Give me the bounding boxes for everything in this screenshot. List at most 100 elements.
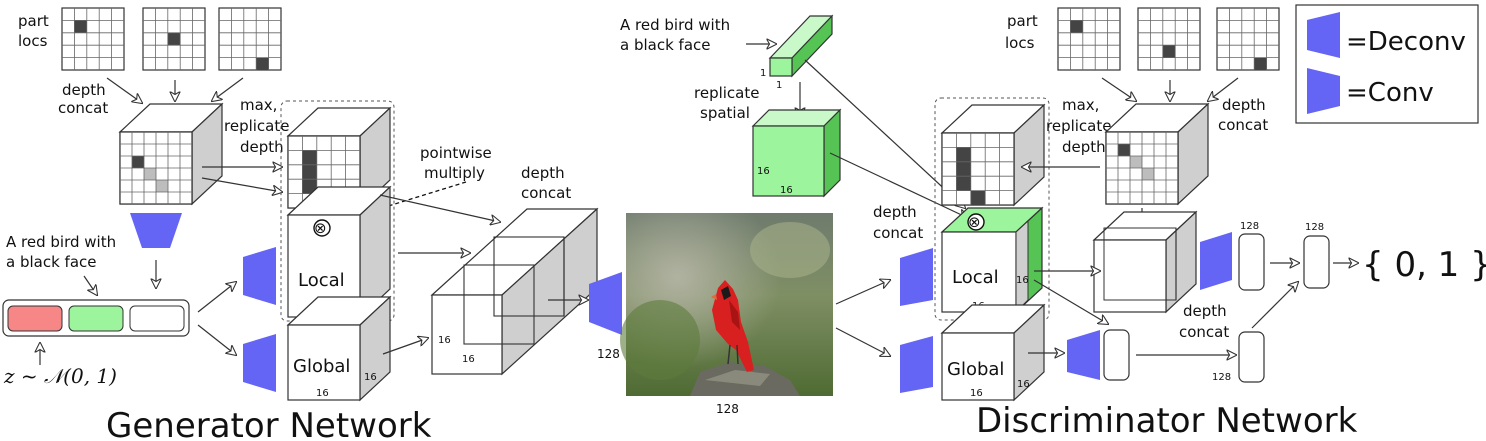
grid-frame — [61, 7, 125, 71]
text-cube-dim-w: 16 — [780, 185, 793, 196]
multiply-symbol: ⊗ — [314, 219, 327, 237]
noise-label: z ~ 𝒩(0, 1) — [3, 364, 117, 388]
output-label: { 0, 1 } — [1362, 245, 1486, 285]
grid-cell-dark — [302, 150, 317, 165]
global-feature-cube: Global 16 16 — [286, 295, 392, 402]
grid-cell-dark — [256, 57, 269, 70]
disc-part-loc-grid-2 — [1137, 7, 1201, 71]
part-locs-stack-cube — [118, 102, 224, 206]
discriminator-title: Discriminator Network — [976, 401, 1358, 441]
arrow-vector-to-local — [197, 282, 236, 313]
max-replicate-label: max, replicate depth — [224, 96, 294, 156]
disc-replicated-parts-cube — [940, 103, 1046, 207]
arrow-parts-to-concat — [379, 194, 500, 222]
disc-depth-concat-bottom: depth concat — [1179, 302, 1231, 341]
grid-cell-dark — [956, 147, 971, 162]
disc-part-locs-label: part locs — [1005, 12, 1043, 52]
generator-caption: A red bird with a black face — [6, 233, 121, 271]
deconv-block-parts — [130, 213, 182, 248]
disc-arrow-grid3 — [1208, 77, 1239, 101]
disc-part-loc-grid-1 — [1057, 7, 1121, 71]
legend-conv-label: =Conv — [1346, 78, 1434, 108]
disc-local-dim-d: 16 — [1016, 275, 1029, 286]
generator-concat-cube: depth concat 16 16 — [430, 164, 599, 376]
disc-caption: A red bird with a black face — [620, 16, 735, 54]
global-dim-depth: 16 — [364, 372, 377, 383]
disc-global-label: Global — [947, 359, 1004, 380]
legend-deconv-label: =Deconv — [1346, 27, 1466, 57]
concat-label-line2: concat — [521, 184, 571, 202]
grid-cell-dark — [1162, 45, 1176, 58]
generator-network: part locs depth concat max, replicate — [2, 7, 622, 441]
image-size-label: 128 — [716, 402, 739, 416]
conv-block-local — [900, 248, 933, 306]
local-label: Local — [298, 270, 345, 291]
grid-cell-gray — [156, 180, 168, 192]
arrow-vector-to-global — [197, 324, 236, 355]
arrow-textcube-to-local — [829, 152, 968, 218]
disc-global-dim-d: 16 — [1017, 379, 1030, 390]
local-pathway-enclosure — [280, 100, 395, 322]
concat-dim-width: 16 — [462, 354, 475, 365]
grid-frame — [1057, 7, 1121, 71]
disc-arrow-fc4-fc2 — [1251, 282, 1298, 329]
disc-global-dim-w: 16 — [970, 388, 983, 399]
cardinal-bird — [711, 280, 754, 372]
grid-cell-gray — [1130, 156, 1142, 168]
legend-conv-icon — [1307, 68, 1340, 114]
part-loc-grid-2 — [142, 7, 206, 71]
embed-dim-1: 1 — [760, 68, 766, 79]
part-loc-grid-3 — [218, 7, 282, 71]
grid-cell-dark — [970, 190, 986, 205]
latent-text-vector — [2, 299, 190, 337]
grid-cell-dark — [1118, 144, 1130, 156]
deconv-block-output — [589, 272, 622, 335]
generator-title: Generator Network — [106, 406, 432, 441]
disc-arrow-local-to-fc — [1033, 279, 1108, 324]
grid-frame — [218, 7, 282, 71]
arrow-grid3-to-cube — [212, 77, 244, 101]
fc-box-1 — [1238, 233, 1265, 291]
conv-block-concat — [1200, 232, 1232, 290]
concat-dim-height: 16 — [438, 335, 451, 346]
grid-cell-dark — [1070, 20, 1083, 33]
disc-concat-cube — [1092, 210, 1198, 314]
arrow-grid1-to-cube — [106, 77, 142, 103]
global-dim-width: 16 — [316, 388, 329, 399]
arrow-image-to-global — [835, 327, 890, 356]
replicated-text-cube: 16 16 — [751, 108, 842, 198]
disc-local-label: Local — [952, 267, 999, 288]
grid-cell-gray — [144, 168, 156, 180]
fc4-dim: 128 — [1212, 372, 1231, 383]
grid-frame — [1137, 7, 1201, 71]
grid-cell-dark — [302, 179, 317, 194]
discriminator-network: A red bird with a black face 1 1 replica… — [620, 7, 1486, 441]
deconv-block-local — [243, 247, 276, 305]
fc-box-3 — [1103, 329, 1130, 381]
grid-cell-gray — [1142, 168, 1154, 180]
concat-label-line1: depth — [521, 164, 565, 182]
grid-cell-dark — [167, 32, 181, 46]
legend: =Deconv =Conv — [1295, 4, 1479, 124]
arrow-image-to-local — [835, 280, 890, 305]
disc-multiply-symbol: ⊗ — [968, 213, 981, 231]
pointwise-multiply-label: pointwise multiply — [420, 144, 497, 182]
fc1-dim: 128 — [1240, 221, 1259, 232]
grid-cell-dark — [132, 156, 144, 168]
part-locs-label: part locs — [18, 12, 54, 50]
grid-cell-dark — [74, 20, 87, 33]
conv-block-global-2 — [1067, 330, 1100, 380]
embed-dim-2: 1 — [776, 80, 782, 91]
fc2-dim: 128 — [1305, 222, 1324, 233]
grid-frame — [1216, 7, 1280, 71]
disc-depth-concat-left: depth concat — [873, 203, 923, 242]
generated-image: 128 — [620, 213, 833, 416]
arrow-caption-to-vector — [83, 275, 97, 295]
disc-max-replicate-label: max, replicate depth — [1046, 96, 1116, 156]
disc-depth-concat-right: depth concat — [1218, 96, 1270, 134]
replicate-spatial-label: replicate spatial — [694, 84, 764, 122]
depth-concat-label: depth concat — [58, 81, 110, 117]
disc-arrow-grid1 — [1101, 77, 1136, 101]
text-cube-dim-h: 16 — [757, 166, 770, 177]
